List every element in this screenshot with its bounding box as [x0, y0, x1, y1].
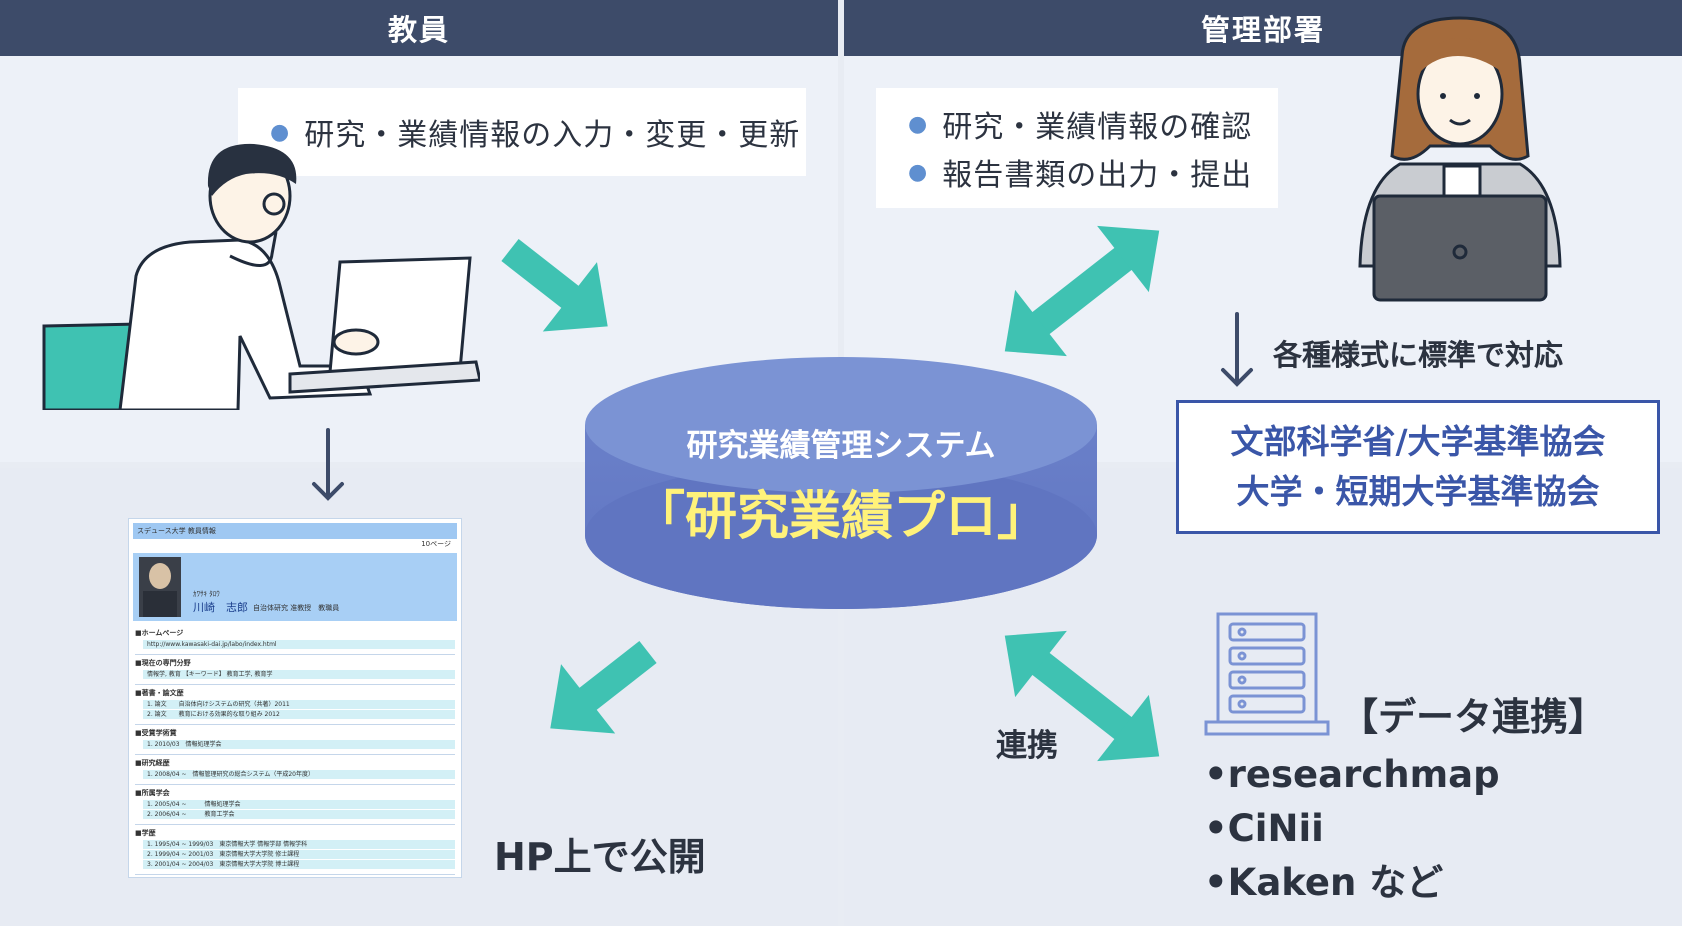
profile-section-row: 1. 論文 自治体向けシステムの研究（共著）2011 [143, 700, 455, 709]
admin-task-2: 報告書類の出力・提出 [942, 158, 1253, 193]
profile-sections: ■ホームページ http://www.kawasaki-dai.jp/labo/i… [129, 625, 461, 875]
profile-section: ■受賞学術賞 1. 2010/03 情報処理学会 [135, 725, 455, 755]
profile-section-row: 2. 2006/04 ~ 教育工学会 [143, 810, 455, 819]
faculty-profile-page: スデュース大学 教員情報 10ページ ｶﾜｻｷ ﾀﾛｳ 川崎 志郎 自治体研究 … [128, 518, 462, 878]
data-link-double-arrow [1004, 630, 1160, 762]
bullet-icon: ● [908, 111, 929, 137]
profile-section-row: 1. 2008/04 ~ 情報管理研究の総合システム（平成20年度） [143, 770, 455, 779]
faculty-member-illustration [42, 143, 480, 410]
admin-task-1: 研究・業績情報の確認 [942, 110, 1253, 145]
profile-section-row: 2. 論文 教育における効果的な取り組み 2012 [143, 710, 455, 719]
profile-section-row: 1. 2010/03 情報処理学会 [143, 740, 455, 749]
profile-section-row: http://www.kawasaki-dai.jp/labo/index.ht… [143, 640, 455, 649]
faculty-header: 教員 [0, 0, 838, 56]
standards-line-1: 文部科学省/大学基準協会 [1230, 422, 1606, 461]
profile-section-title: ■学歴 [135, 829, 156, 837]
profile-section-title: ■所属学会 [135, 789, 170, 797]
profile-name-kana: ｶﾜｻｷ ﾀﾛｳ [193, 590, 220, 598]
admin-task-box: ● 研究・業績情報の確認 ● 報告書類の出力・提出 [876, 88, 1278, 208]
profile-section-title: ■研究経歴 [135, 759, 170, 767]
faculty-task-box: ● 研究・業績情報の入力・変更・更新 [238, 88, 806, 176]
profile-section: ■ホームページ http://www.kawasaki-dai.jp/labo/i… [135, 625, 455, 655]
standards-line-2: 大学・短期大学基準協会 [1236, 472, 1600, 511]
bullet-icon: ● [270, 119, 291, 145]
profile-page-count: 10ページ [421, 540, 451, 548]
publish-arrow [550, 640, 657, 734]
data-link-list: •researchmap •CiNii •Kaken など [1204, 748, 1500, 910]
profile-section-title: ■ホームページ [135, 629, 184, 637]
profile-section-title: ■現在の専門分野 [135, 659, 191, 667]
database-cylinder [585, 357, 1097, 609]
profile-section-row: 3. 2001/04 ~ 2004/03 東京情報大学大学院 博士課程 [143, 860, 455, 869]
data-link-title: 【データ連携】 [1340, 695, 1607, 739]
data-link-item-cinii: •CiNii [1204, 807, 1324, 850]
server-icon [1204, 612, 1330, 736]
input-arrow [501, 238, 608, 332]
profile-affiliation: 自治体研究 准教授 教職員 [253, 604, 340, 612]
link-label: 連携 [996, 728, 1058, 764]
bullet-icon: ● [908, 159, 929, 185]
faculty-task-text: 研究・業績情報の入力・変更・更新 [304, 118, 801, 153]
data-link-item-researchmap: •researchmap [1204, 753, 1500, 796]
profile-section-title: ■受賞学術賞 [135, 729, 177, 737]
product-name: 「研究業績プロ」 [632, 487, 1049, 547]
data-link-item-kaken: •Kaken など [1204, 861, 1444, 904]
profile-section-title: ■著書・論文歴 [135, 689, 184, 697]
standards-label: 各種様式に標準で対応 [1273, 338, 1564, 372]
profile-section: ■現在の専門分野情報学, 教育 【キーワード】 教育工学, 教育学 [135, 655, 455, 685]
admin-double-arrow [1004, 225, 1160, 357]
system-title: 研究業績管理システム [686, 428, 996, 464]
publish-label: HP上で公開 [494, 835, 706, 879]
profile-section-row: 1. 2005/04 ~ 情報処理学会 [143, 800, 455, 809]
profile-section-row: 2. 1999/04 ~ 2001/03 東京情報大学大学院 修士課程 [143, 850, 455, 859]
profile-photo [139, 557, 181, 617]
profile-header-bar: スデュース大学 教員情報 [133, 523, 457, 539]
profile-section-row: 1. 1995/04 ~ 1999/03 東京情報大学 情報学部 情報学科 [143, 840, 455, 849]
profile-section-row: 情報学, 教育 【キーワード】 教育工学, 教育学 [143, 670, 455, 679]
admin-staff-illustration [1358, 16, 1562, 302]
profile-section: ■研究経歴 1. 2008/04 ~ 情報管理研究の総合システム（平成20年度） [135, 755, 455, 785]
admin-header: 管理部署 [844, 0, 1682, 56]
profile-name: 川崎 志郎 [193, 601, 248, 614]
profile-section: ■学歴 1. 1995/04 ~ 1999/03 東京情報大学 情報学部 情報学科… [135, 825, 455, 875]
standards-box: 文部科学省/大学基準協会 大学・短期大学基準協会 [1176, 400, 1660, 534]
profile-card: ｶﾜｻｷ ﾀﾛｳ 川崎 志郎 自治体研究 准教授 教職員 [133, 553, 457, 621]
